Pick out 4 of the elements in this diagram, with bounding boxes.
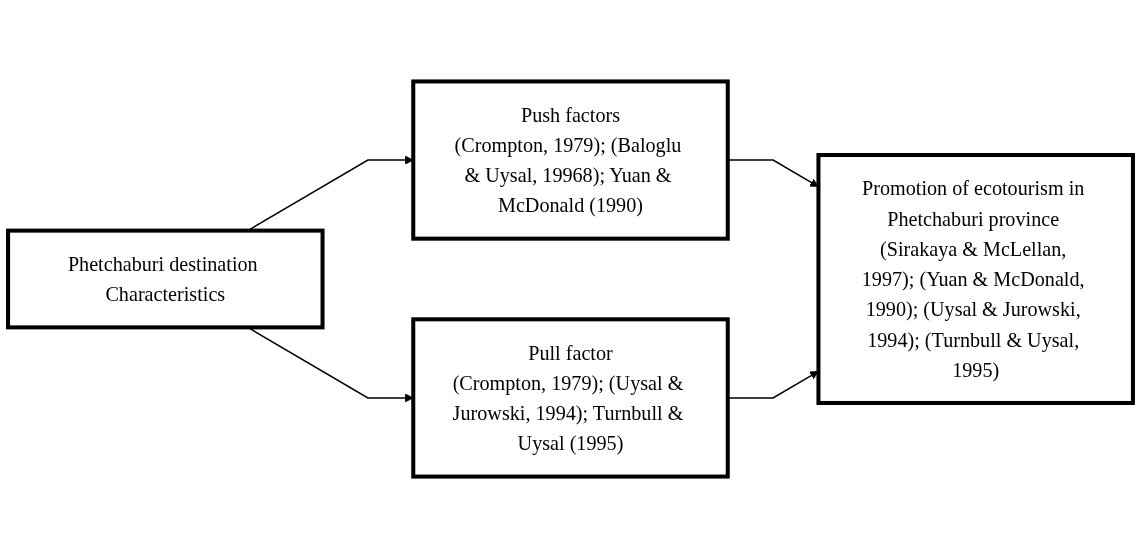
node-box: Push factors (Crompton, 1979); (Baloglu & Uysal, 19968); Yuan & McDonald (1990) [411, 79, 730, 241]
node-box: Promotion of ecotourism in Phetchaburi province (Sirakaya & McLellan, 1997); (Yuan & McDonald, 1990); (Uysal & Jurowski, 1994); (Turnbull & Uysal, 1995) [816, 153, 1135, 405]
node-box: Phetchaburi destination Characteristics [6, 228, 325, 330]
node-box: Pull factor (Crompton, 1979); (Uysal & Jurowski, 1994); Turnbull & Uysal (1995) [411, 317, 730, 479]
